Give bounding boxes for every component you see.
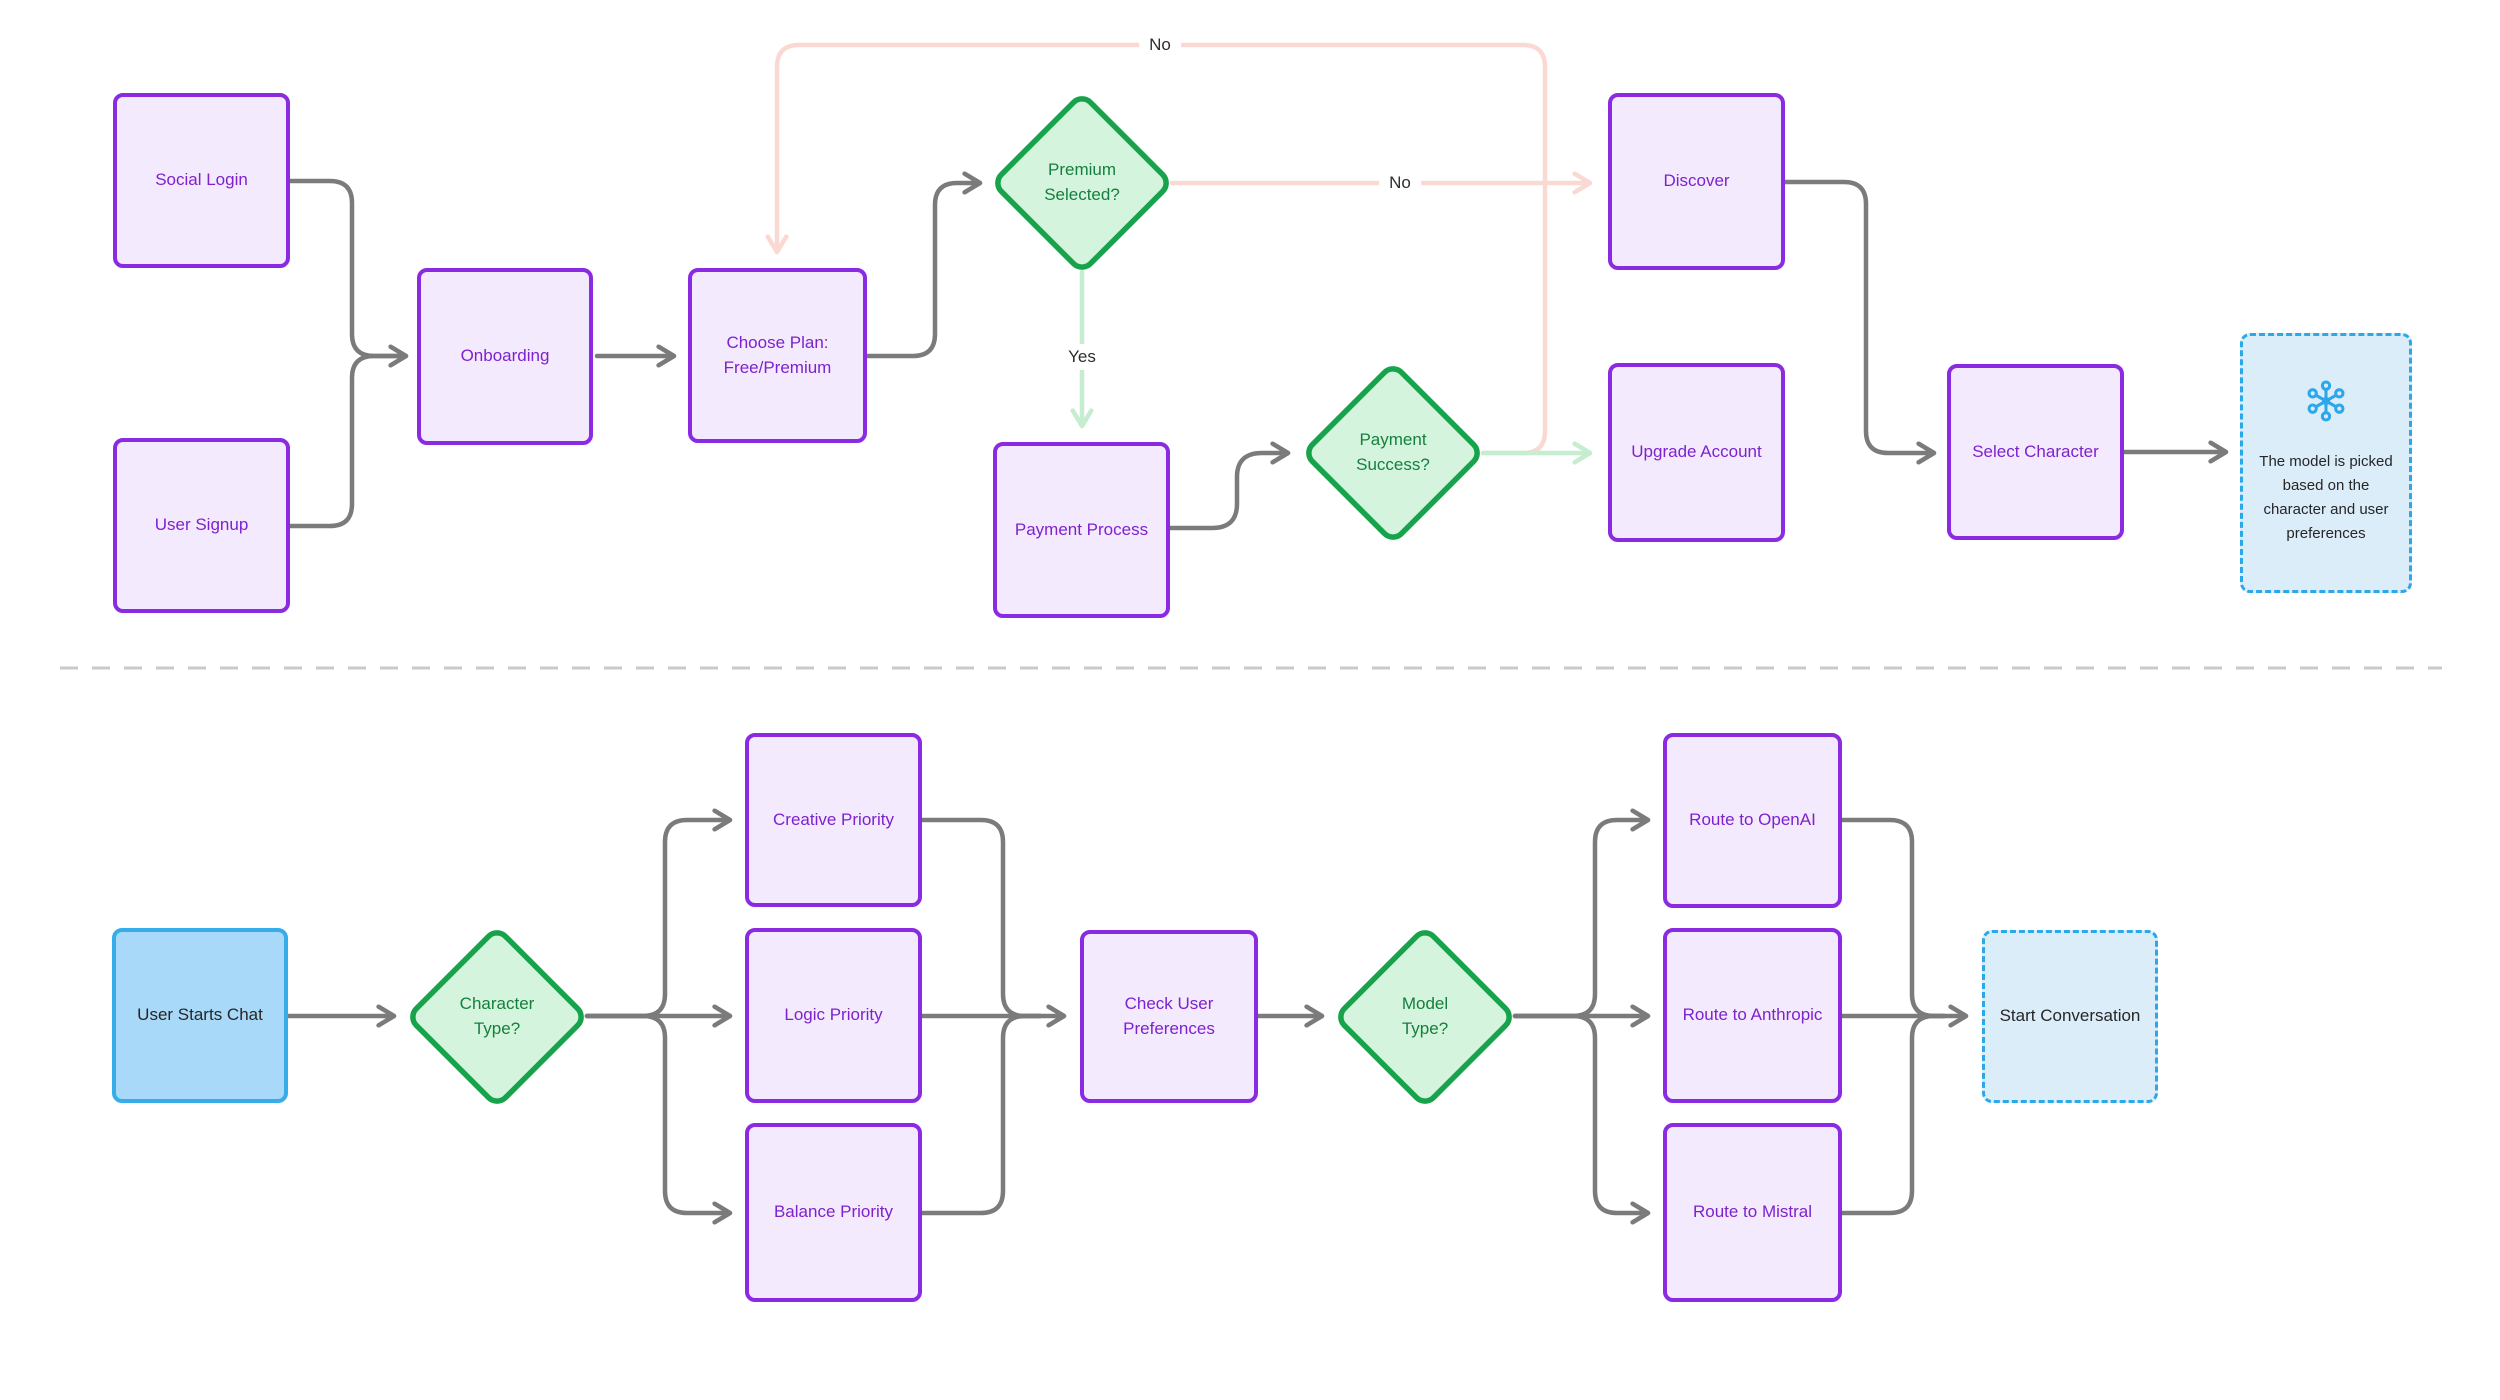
node-label: Creative Priority: [773, 809, 894, 829]
node-payment-success[interactable]: Payment Success?: [1301, 361, 1485, 545]
node-label: User Signup: [154, 515, 249, 535]
node-label: Discover: [1663, 171, 1730, 191]
edge-label-yes-premium: Yes: [1058, 344, 1106, 370]
diamond-shape: [1306, 366, 1480, 540]
node-upgrade-account[interactable]: Upgrade Account: [1608, 363, 1785, 542]
node-premium-selected[interactable]: Premium Selected?: [990, 91, 1174, 275]
node-label: Character Type?: [459, 994, 535, 1038]
node-social-login[interactable]: Social Login: [113, 93, 290, 268]
node-label: Model Type?: [1401, 994, 1449, 1038]
diamond-shape: [995, 96, 1169, 270]
node-route-anthropic[interactable]: Route to Anthropic: [1663, 928, 1842, 1103]
edge-discover-to-select-character: [1782, 179, 1937, 465]
diamond-shape: [1338, 930, 1512, 1104]
node-route-mistral[interactable]: Route to Mistral: [1663, 1123, 1842, 1302]
node-logic-priority[interactable]: Logic Priority: [745, 928, 922, 1103]
node-label: Payment Process: [1014, 519, 1149, 539]
node-check-user-preferences[interactable]: Check User Preferences: [1080, 930, 1258, 1103]
node-label: Check User Preferences: [1123, 993, 1215, 1038]
edge-payment-failed-no-to-choose-plan: [765, 42, 1548, 456]
node-user-starts-chat[interactable]: User Starts Chat: [112, 928, 288, 1103]
edge-balance-priority-to-check-user-preferences: [919, 1013, 1043, 1216]
node-label: Select Character: [1972, 441, 2099, 461]
edge-label-no-payment-loop: No: [1139, 32, 1181, 58]
node-balance-priority[interactable]: Balance Priority: [745, 1123, 922, 1302]
node-character-type[interactable]: Character Type?: [405, 925, 589, 1109]
edge-route-openai-to-start-conversation: [1839, 817, 1947, 1019]
node-payment-process[interactable]: Payment Process: [993, 442, 1170, 618]
note-text: The model is picked based on the charact…: [2259, 453, 2393, 542]
node-model-note[interactable]: The model is picked based on the charact…: [2240, 333, 2412, 593]
node-label: Start Conversation: [1999, 1006, 2141, 1026]
edge-model-type-to-route-openai: [1512, 808, 1651, 1019]
node-user-signup[interactable]: User Signup: [113, 438, 290, 613]
node-creative-priority[interactable]: Creative Priority: [745, 733, 922, 907]
edge-user-signup-to-onboarding: [287, 353, 401, 529]
node-label: Premium Selected?: [1044, 160, 1120, 204]
node-label: Balance Priority: [773, 1202, 894, 1222]
node-start-conversation[interactable]: Start Conversation: [1982, 930, 2158, 1103]
edge-choose-plan-to-premium-selected: [864, 171, 983, 359]
node-onboarding[interactable]: Onboarding: [417, 268, 593, 445]
node-select-character[interactable]: Select Character: [1947, 364, 2124, 540]
node-label: Route to Anthropic: [1682, 1005, 1823, 1025]
edge-label-no-premium: No: [1379, 170, 1421, 196]
node-label: Route to OpenAI: [1689, 810, 1816, 830]
network-hub-icon: [2307, 380, 2345, 422]
node-label: Social Login: [155, 170, 248, 190]
node-label: User Starts Chat: [137, 1005, 263, 1025]
node-label: Onboarding: [460, 346, 550, 366]
diamond-shape: [410, 930, 584, 1104]
node-label: Upgrade Account: [1631, 442, 1762, 462]
edge-route-mistral-to-start-conversation: [1839, 1013, 1947, 1216]
edge-payment-process-to-payment-success: [1167, 441, 1291, 531]
edge-character-type-to-balance-priority: [584, 1013, 733, 1225]
node-choose-plan[interactable]: Choose Plan: Free/Premium: [688, 268, 867, 443]
edge-social-login-to-onboarding: [287, 178, 409, 368]
edge-character-type-to-creative-priority: [584, 808, 733, 1019]
node-model-type[interactable]: Model Type?: [1333, 925, 1517, 1109]
node-route-openai[interactable]: Route to OpenAI: [1663, 733, 1842, 908]
node-label: Payment Success?: [1356, 430, 1430, 474]
edge-creative-priority-to-check-user-preferences: [919, 817, 1043, 1019]
node-label: Choose Plan: Free/Premium: [723, 332, 832, 377]
edge-model-type-to-route-mistral: [1512, 1013, 1651, 1225]
node-label: Route to Mistral: [1692, 1202, 1813, 1222]
node-discover[interactable]: Discover: [1608, 93, 1785, 270]
node-label: Logic Priority: [784, 1005, 883, 1025]
